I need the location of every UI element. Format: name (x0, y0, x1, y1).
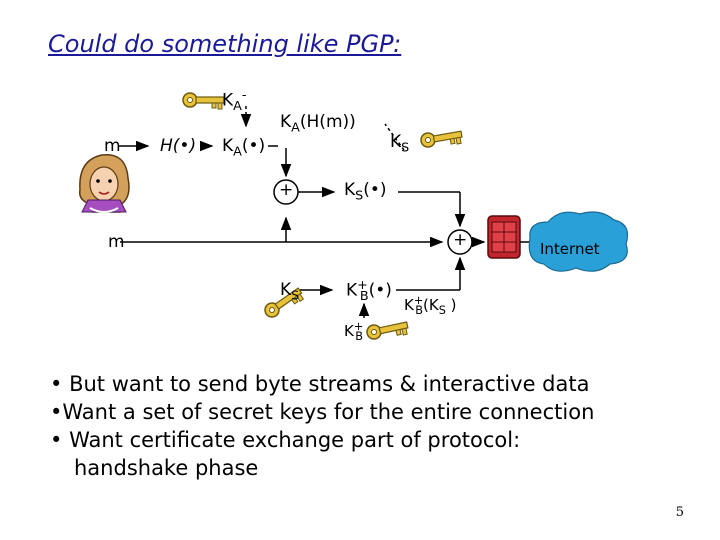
plus-2-label: + (453, 230, 468, 250)
cloud-icon (528, 211, 629, 272)
hash-function: H(•) (160, 136, 197, 156)
bullet-3: • Want certificate exchange part of prot… (50, 428, 521, 452)
firewall-icon (487, 215, 521, 259)
bullet-1: • But want to send byte streams & intera… (50, 372, 590, 396)
encrypted-session-key: K+B(KS ) (404, 294, 457, 317)
private-key-a-label: KA- (222, 88, 247, 115)
key-icon (182, 92, 225, 110)
session-key-bottom: KS (280, 280, 300, 304)
session-key-label: KS (390, 132, 410, 156)
person-icon (78, 153, 130, 213)
public-key-b-encrypt: K+B(•) (346, 278, 392, 305)
page-number: 5 (675, 505, 684, 520)
bullet-3-cont: handshake phase (74, 456, 259, 480)
session-key-encrypt: KS(•) (344, 180, 387, 204)
message-label: m (108, 232, 125, 252)
sign-function: KA(•) (222, 136, 266, 160)
signed-hash: KA(H(m)) (280, 112, 356, 136)
key-icon (419, 126, 464, 151)
public-key-b-label: K+B (344, 320, 364, 343)
bullet-2: •Want a set of secret keys for the entir… (50, 400, 595, 424)
message-label: m (104, 136, 121, 156)
key-icon (364, 317, 410, 344)
plus-1-label: + (279, 180, 294, 200)
slide-title: Could do something like PGP: (48, 30, 402, 58)
internet-label: Internet (540, 240, 600, 258)
